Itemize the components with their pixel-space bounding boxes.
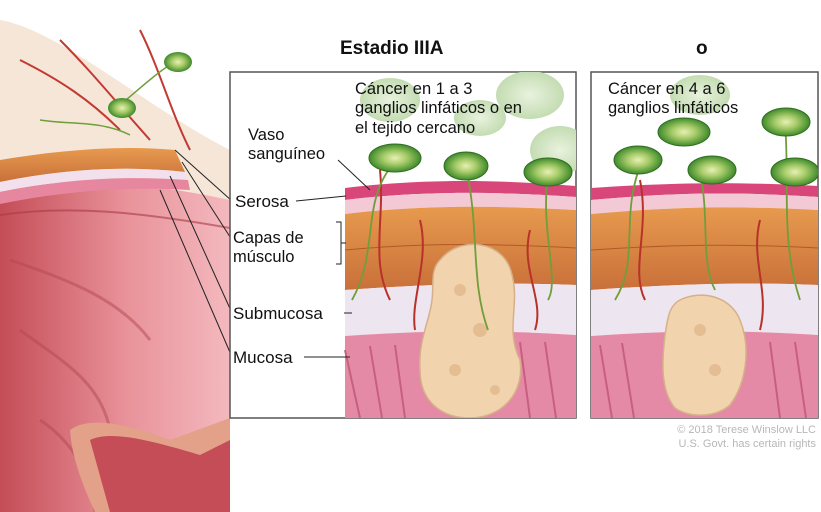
- lymph-node-icon: [444, 152, 488, 180]
- lymph-node-icon: [658, 118, 710, 146]
- label-serosa: Serosa: [235, 192, 289, 212]
- panel-stage-iiia-b: [591, 72, 819, 418]
- label-blood-vessel: Vaso sanguíneo: [248, 126, 348, 165]
- tumor: [420, 244, 521, 418]
- panel-b-caption: Cáncer en 4 a 6 ganglios linfáticos: [608, 80, 813, 119]
- credit-line-2: U.S. Govt. has certain rights: [600, 438, 816, 452]
- label-mucosa: Mucosa: [233, 348, 293, 368]
- or-word: o: [696, 38, 708, 60]
- lymph-node-icon: [164, 52, 192, 72]
- copyright-credit: © 2018 Terese Winslow LLC U.S. Govt. has…: [600, 424, 816, 452]
- lymph-node-icon: [688, 156, 736, 184]
- lymph-node-icon: [524, 158, 572, 186]
- panel-a-caption: Cáncer en 1 a 3 ganglios linfáticos o en…: [355, 80, 575, 138]
- label-muscle-layers: Capas de músculo: [233, 229, 333, 268]
- lymph-node-icon: [614, 146, 662, 174]
- label-submucosa: Submucosa: [233, 304, 323, 324]
- lymph-node-icon: [108, 98, 136, 118]
- tumor: [663, 295, 746, 415]
- stage-title: Estadio IIIA: [340, 38, 443, 60]
- colon-body: [0, 20, 230, 512]
- lymph-node-icon: [369, 144, 421, 172]
- lymph-node-icon: [771, 158, 819, 186]
- credit-line-1: © 2018 Terese Winslow LLC: [600, 424, 816, 438]
